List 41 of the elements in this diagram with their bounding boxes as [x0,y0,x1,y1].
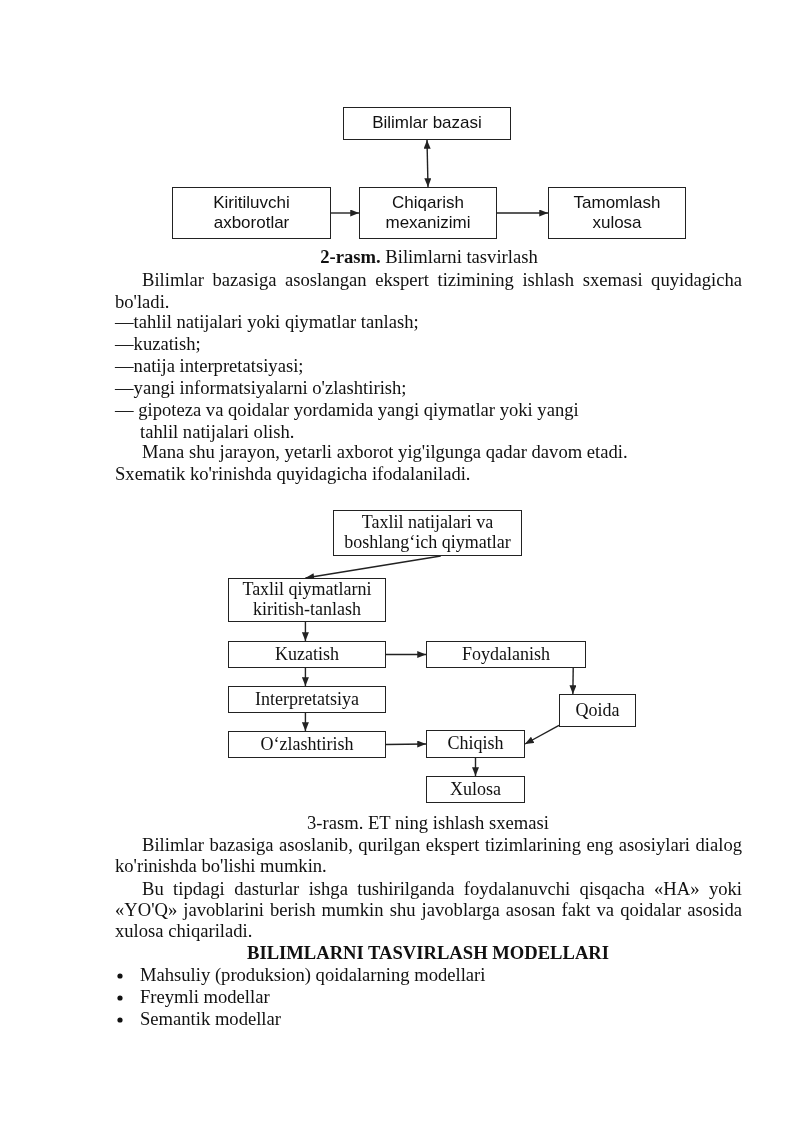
process-box: O‘zlashtirish [228,731,386,758]
process-box: Chiqish [426,730,525,758]
paragraph: Bilimlar bazasiga asoslanib, qurilgan ekspert tizimlarining eng asosiylari dialog ko'rinishda bo'lishi mumkin. [115,834,742,876]
arrow [472,757,479,777]
list-item: —tahlil natijalari yoki qiymatlar tanlash; [115,311,419,333]
list-item: —kuzatish; [115,333,201,355]
process-box: Foydalanish [426,641,586,668]
process-box: Bilimlar bazasi [343,107,511,140]
list-item: —yangi informatsiyalarni o'zlashtirish; [115,377,407,399]
arrow [385,651,427,658]
arrow [385,740,427,748]
list-item: Freymli modellar [140,986,270,1008]
arrow [496,209,549,217]
arrow [301,621,309,642]
process-box: Kuzatish [228,641,386,668]
process-box: Chiqarish mexanizimi [359,187,497,239]
arrow [330,209,360,217]
figure-caption: 2-rasm. Bilimlarni tasvirlash [320,246,538,268]
list-item: Semantik modellar [140,1008,281,1030]
list-item: Mahsuliy (produksion) qoidalarning modellari [140,964,486,986]
arrow [301,667,309,687]
process-box: Tamomlash xulosa [548,187,686,239]
process-box: Qoida [559,694,636,727]
paragraph: Bu tipdagi dasturlar ishga tushirilganda foydalanuvchi qisqacha «HA» yoki «YO'Q» javoblarini berish mumkin shu javoblarga asosan fakt va qoidalar asosida xulosa chiqariladi. [115,878,742,941]
double-headed-arrow [423,139,432,188]
process-box: Taxlil natijalari va boshlang‘ich qiymatlar [333,510,522,556]
paragraph: Mana shu jarayon, yetarli axborot yig'ilgunga qadar davom etadi. [142,441,628,463]
list-item: — gipoteza va qoidalar yordamida yangi qiymatlar yoki yangi tahlil natijalari olish. [115,399,580,443]
paragraph: Sxematik ko'rinishda quyidagicha ifodalaniladi. [115,463,471,485]
arrow [524,724,560,745]
arrow [301,712,309,732]
figure-caption: 3-rasm. ET ning ishlash sxemasi [307,812,549,834]
process-box: Xulosa [426,776,525,803]
arrow [569,667,577,695]
process-box: Interpretatsiya [228,686,386,713]
section-heading: BILIMLARNI TASVIRLASH MODELLARI [247,942,609,964]
list-item: —natija interpretatsiyasi; [115,355,304,377]
process-box: Taxlil qiymatlarni kiritish-tanlash [228,578,386,622]
process-box: Kiritiluvchi axborotlar [172,187,331,239]
paragraph: Bilimlar bazasiga asoslangan ekspert tizimining ishlash sxemasi quyidagicha bo'ladi. [115,269,742,313]
arrow [304,555,442,581]
